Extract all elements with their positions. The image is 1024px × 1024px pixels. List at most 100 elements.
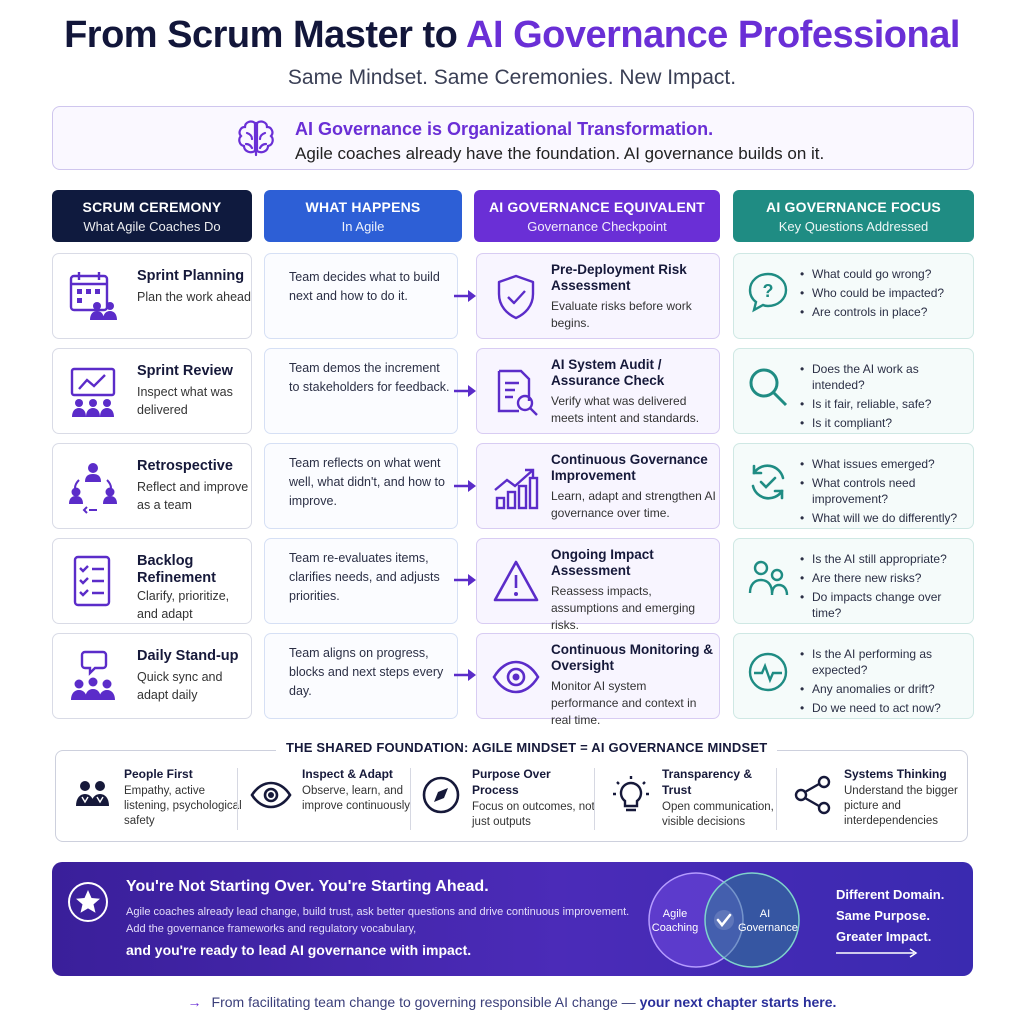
ceremony-name: Sprint Planning bbox=[137, 268, 245, 284]
focus-questions: What could go wrong?Who could be impacte… bbox=[800, 266, 970, 323]
equivalent-desc: Learn, adapt and strengthen AI governanc… bbox=[551, 489, 716, 520]
focus-questions: Does the AI work as intended?Is it fair,… bbox=[800, 361, 970, 434]
banner-right-line-2: Same Purpose. bbox=[836, 908, 930, 923]
equivalent-desc: Reassess impacts, assumptions and emergi… bbox=[551, 584, 696, 632]
banner-line-2: Add the governance frameworks and regula… bbox=[126, 923, 417, 935]
what-happens-card: Team reflects on what went well, what di… bbox=[264, 443, 458, 529]
focus-questions: Is the AI performing as expected?Any ano… bbox=[800, 646, 970, 719]
ceremony-card-sprint-review: Sprint Review Inspect what was delivered bbox=[52, 348, 252, 434]
arrow-right-icon bbox=[454, 385, 476, 397]
people-icon bbox=[748, 560, 789, 596]
ceremony-card-sprint-planning: Sprint Planning Plan the work ahead bbox=[52, 253, 252, 339]
focus-questions: What issues emerged?What controls need i… bbox=[800, 456, 970, 529]
shared-foundation-title: THE SHARED FOUNDATION: AGILE MINDSET = A… bbox=[276, 740, 778, 755]
what-happens-card: Team decides what to build next and how … bbox=[264, 253, 458, 339]
arrow-right-icon: → bbox=[187, 994, 202, 1010]
intro-box: AI Governance is Organizational Transfor… bbox=[52, 106, 974, 170]
equivalent-name: AI System Audit / Assurance Check bbox=[551, 357, 665, 388]
eye-icon bbox=[492, 660, 540, 694]
divider bbox=[410, 768, 411, 830]
ceremony-card-backlog-refinement: Backlog Refinement Clarify, prioritize, … bbox=[52, 538, 252, 624]
growth-chart-icon bbox=[494, 468, 539, 510]
equivalent-desc: Monitor AI system performance and contex… bbox=[551, 679, 697, 727]
page-title: From Scrum Master to AI Governance Profe… bbox=[0, 14, 1024, 57]
equivalent-name: Ongoing Impact Assessment bbox=[551, 547, 654, 578]
banner-line-1: Agile coaches already lead change, build… bbox=[126, 906, 630, 918]
svg-text:?: ? bbox=[763, 281, 774, 301]
page-subtitle: Same Mindset. Same Ceremonies. New Impac… bbox=[287, 66, 737, 89]
audit-document-icon bbox=[497, 369, 538, 416]
banner-title: You're Not Starting Over. You're Startin… bbox=[126, 878, 489, 895]
brain-icon bbox=[238, 120, 274, 157]
network-icon bbox=[794, 775, 831, 815]
intro-title: AI Governance is Organizational Transfor… bbox=[295, 119, 714, 139]
banner-bold-line: and you're ready to lead AI governance w… bbox=[126, 942, 472, 958]
team-cycle-icon bbox=[69, 463, 117, 514]
question-bubble-icon: ? bbox=[748, 272, 788, 313]
ceremony-name: Backlog Refinement bbox=[137, 553, 216, 586]
ceremony-name: Sprint Review bbox=[137, 363, 233, 379]
arrow-right-icon bbox=[454, 574, 476, 586]
governance-focus-card: Does the AI work as intended?Is it fair,… bbox=[733, 348, 974, 434]
ceremony-desc: Plan the work ahead bbox=[137, 290, 251, 304]
governance-equivalent-card: Continuous Governance Improvement Learn,… bbox=[476, 443, 720, 529]
calendar-team-icon bbox=[69, 272, 117, 320]
ceremony-desc: Reflect and improve as a team bbox=[137, 480, 249, 512]
what-happens-card: Team demos the increment to stakeholders… bbox=[264, 348, 458, 434]
governance-focus-card: What issues emerged?What controls need i… bbox=[733, 443, 974, 529]
warning-icon bbox=[493, 560, 539, 602]
equivalent-desc: Evaluate risks before work begins. bbox=[551, 299, 692, 330]
governance-equivalent-card: Continuous Monitoring & Oversight Monito… bbox=[476, 633, 720, 727]
ceremony-desc: Quick sync and adapt daily bbox=[137, 670, 223, 702]
equivalent-name: Continuous Governance Improvement bbox=[551, 452, 708, 483]
ceremony-name: Daily Stand-up bbox=[137, 648, 239, 664]
footer-line: → From facilitating team change to govern… bbox=[0, 994, 1024, 1010]
checklist-icon bbox=[73, 555, 111, 607]
magnifier-icon bbox=[749, 368, 788, 407]
arrow-right-icon bbox=[836, 948, 918, 958]
lightbulb-icon bbox=[613, 776, 649, 812]
pulse-icon bbox=[748, 652, 788, 692]
equivalent-name: Continuous Monitoring & Oversight bbox=[551, 642, 713, 673]
equivalent-name: Pre-Deployment Risk Assessment bbox=[551, 262, 687, 293]
equivalent-desc: Verify what was delivered meets intent a… bbox=[551, 394, 700, 425]
call-to-action-banner: You're Not Starting Over. You're Startin… bbox=[52, 862, 973, 976]
title-part2: AI Governance Professional bbox=[466, 14, 960, 56]
arrow-right-icon bbox=[454, 480, 476, 492]
ceremony-desc: Inspect what was delivered bbox=[137, 385, 233, 417]
divider bbox=[776, 768, 777, 830]
what-happens-card: Team aligns on progress, blocks and next… bbox=[264, 633, 458, 719]
intro-text: Agile coaches already have the foundatio… bbox=[295, 144, 825, 163]
ceremony-name: Retrospective bbox=[137, 458, 233, 474]
governance-focus-card: ? What could go wrong?Who could be impac… bbox=[733, 253, 974, 339]
eye-icon bbox=[250, 781, 292, 809]
focus-questions: Is the AI still appropriate?Are there ne… bbox=[800, 551, 970, 624]
title-part1: From Scrum Master to bbox=[64, 14, 467, 56]
people-first-icon bbox=[76, 781, 109, 806]
banner-right-line-3: Greater Impact. bbox=[836, 929, 932, 944]
ceremony-desc: Clarify, prioritize, and adapt bbox=[137, 589, 230, 621]
arrow-right-icon bbox=[454, 669, 476, 681]
presentation-icon bbox=[70, 367, 116, 417]
governance-equivalent-card: Ongoing Impact Assessment Reassess impac… bbox=[476, 538, 720, 632]
governance-focus-card: Is the AI performing as expected?Any ano… bbox=[733, 633, 974, 719]
banner-right-line-1: Different Domain. bbox=[836, 887, 945, 902]
ceremony-card-daily-standup: Daily Stand-up Quick sync and adapt dail… bbox=[52, 633, 252, 719]
divider bbox=[237, 768, 238, 830]
governance-equivalent-card: Pre-Deployment Risk Assessment Evaluate … bbox=[476, 253, 720, 339]
team-chat-icon bbox=[71, 650, 115, 700]
arrow-right-icon bbox=[454, 290, 476, 302]
footer-bold: your next chapter starts here. bbox=[639, 994, 837, 1010]
venn-label-agile: Agile Coaching bbox=[651, 908, 699, 934]
footer-text: From facilitating team change to governi… bbox=[211, 994, 640, 1010]
refresh-check-icon bbox=[751, 464, 785, 500]
divider bbox=[594, 768, 595, 830]
shield-check-icon bbox=[497, 274, 535, 320]
what-happens-card: Team re-evaluates items, clarifies needs… bbox=[264, 538, 458, 624]
venn-label-ai: AI Governance bbox=[738, 908, 798, 934]
governance-focus-card: Is the AI still appropriate?Are there ne… bbox=[733, 538, 974, 624]
